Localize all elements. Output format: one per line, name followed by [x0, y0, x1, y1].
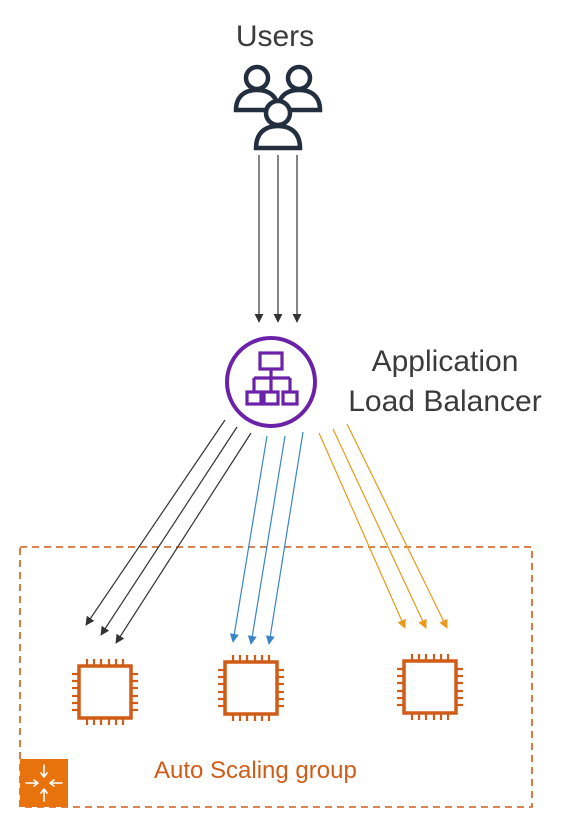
arrows-alb-to-instance-1 [85, 419, 252, 644]
application-load-balancer-icon [225, 336, 317, 428]
auto-scaling-group-label: Auto Scaling group [154, 757, 357, 784]
ec2-instance-icon-1 [72, 659, 138, 725]
users-label: Users [235, 20, 315, 53]
ec2-instance-icon-2 [218, 655, 284, 721]
alb-label: Application Load Balancer [340, 342, 550, 422]
auto-scaling-group-icon [20, 759, 68, 807]
arrows-alb-to-instance-3 [318, 423, 448, 629]
ec2-instance-icon-3 [397, 654, 463, 720]
arrows-alb-to-instance-2 [229, 431, 304, 645]
users-icon [233, 64, 323, 151]
alb-label-line-1: Application [371, 345, 519, 378]
arrows-users-to-alb [254, 155, 302, 323]
alb-label-line-2: Load Balancer [348, 385, 542, 418]
auto-scaling-group-boundary [19, 546, 533, 808]
